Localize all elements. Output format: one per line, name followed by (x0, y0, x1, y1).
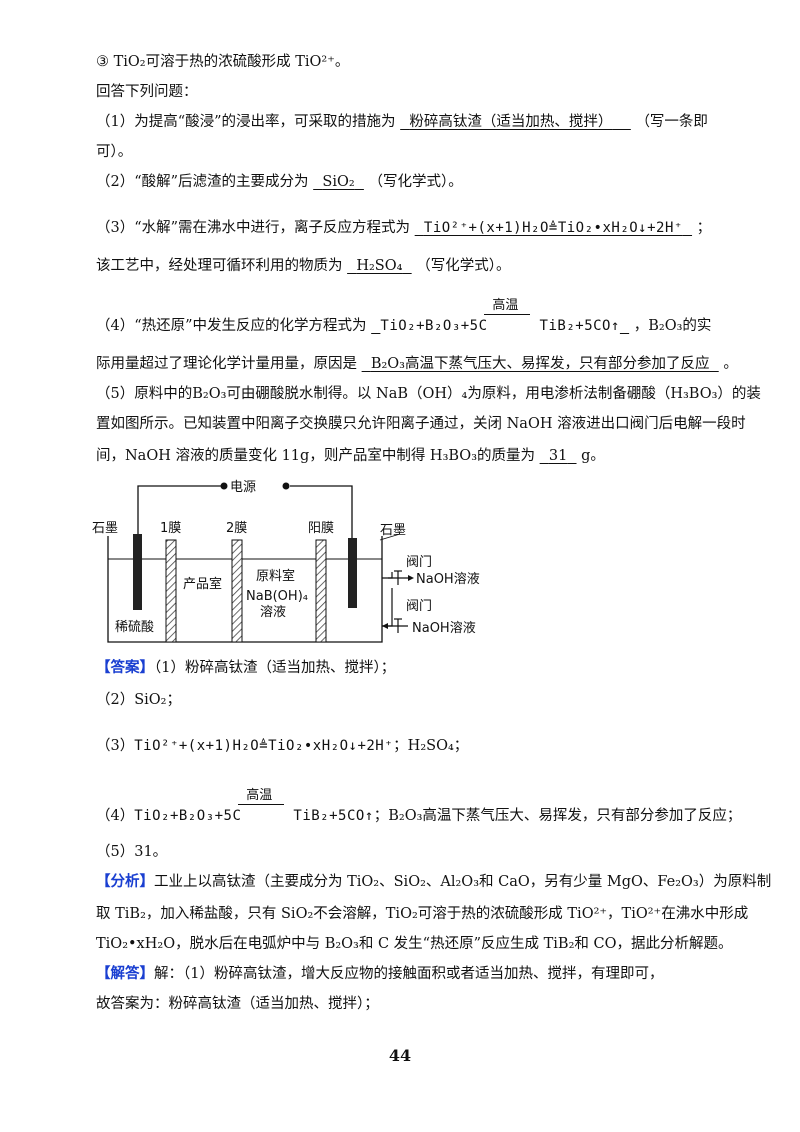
q3-answer: TiO²⁺+(x+1)H₂O≜TiO₂•xH₂O↓+2H⁺ (415, 220, 692, 236)
analysis-tag: 【分析】 (96, 873, 154, 890)
q3-equation: TiO²⁺+(x+1)H₂O≜TiO₂•xH₂O↓+2H⁺ (423, 220, 683, 236)
outlet-pipe-top (382, 572, 393, 579)
analysis-line3: TiO₂•xH₂O，脱水后在电弧炉中与 B₂O₃和 C 发生“热还原”反应生成 … (96, 936, 733, 952)
analysis-line1: 【分析】工业上以高钛渣（主要成分为 TiO₂、SiO₂、Al₂O₃和 CaO，另… (96, 873, 772, 890)
q3-recycle-answer: H₂SO₄ (356, 258, 403, 274)
power-terminal-negative (220, 482, 228, 490)
answer-3-equation: TiO²⁺+(x+1)H₂O≜TiO₂•xH₂O↓+2H⁺ (134, 738, 394, 754)
raw-formula-label: NaB(OH)₄ (246, 589, 308, 604)
question-3-cont: 该工艺中，经处理可循环利用的物质为 H₂SO₄ （写化学式）。 (96, 258, 511, 274)
prompt: 回答下列问题： (96, 84, 198, 100)
answer-1: 【答案】（1）粉碎高钛渣（适当加热、搅拌）； (96, 659, 396, 676)
power-label: 电源 (230, 480, 256, 495)
graphite-electrode-right (348, 538, 357, 608)
solution-tag: 【解答】 (96, 965, 154, 982)
electrodialysis-diagram: 电源 石墨 1膜 2膜 阳膜 石墨 稀硫酸 产品室 原料室 NaB(OH)₄ 溶… (92, 480, 480, 643)
question-3: （3）“水解”需在沸水中进行，离子反应方程式为 TiO²⁺+(x+1)H₂O≜T… (96, 220, 712, 236)
q1-answer: 粉碎高钛渣（适当加热、搅拌） (409, 114, 613, 130)
raw-solution-label: 溶液 (260, 605, 286, 620)
question-5-line1: （5）原料中的B₂O₃可由硼酸脱水制得。以 NaB（OH）₄为原料，用电渗析法制… (96, 386, 761, 402)
membrane-1 (165, 539, 177, 643)
valve-top-label: 阀门 (406, 555, 432, 570)
question-4-cont: 际用量超过了理论化学计量用量，原因是 B₂O₃高温下蒸气压大、易挥发，只有部分参… (96, 356, 738, 372)
membrane-2 (231, 539, 243, 643)
graphite-electrode-left (133, 534, 142, 610)
tank (107, 536, 383, 643)
raw-room-label: 原料室 (256, 568, 295, 584)
answer-5: （5）31。 (96, 844, 168, 860)
q5-answer: 31 (548, 448, 568, 464)
acid-label: 稀硫酸 (115, 620, 154, 635)
answer-3: （3）TiO²⁺+(x+1)H₂O≜TiO₂•xH₂O↓+2H⁺；H₂SO₄； (96, 738, 469, 754)
answer-2: （2）SiO₂； (96, 692, 181, 708)
analysis-line2: 取 TiB₂，加入稀盐酸，只有 SiO₂不会溶解，TiO₂可溶于热的浓硫酸形成 … (96, 906, 749, 922)
naoh-bottom-label: NaOH溶液 (412, 621, 476, 636)
wire-right (290, 485, 353, 538)
note-3: ③ TiO₂可溶于热的浓硫酸形成 TiO²⁺。 (96, 54, 350, 70)
solution-line2: 故答案为：粉碎高钛渣（适当加热、搅拌）； (96, 996, 379, 1012)
solution-line1: 【解答】解：（1）粉碎高钛渣，增大反应物的接触面积或者适当加热、搅拌，有理即可， (96, 965, 664, 982)
question-5-line3: 间，NaOH 溶液的质量变化 11g，则产品室中制得 H₃BO₃的质量为 31 … (96, 448, 605, 464)
wire-left (137, 485, 222, 538)
question-5-line2: 置如图所示。已知装置中阳离子交换膜只允许阳离子通过，关闭 NaOH 溶液进出口阀… (96, 416, 746, 432)
product-room-label: 产品室 (183, 576, 222, 592)
cation-membrane (315, 539, 327, 643)
valve-bottom-label: 阀门 (406, 599, 432, 614)
q4-reason-answer: B₂O₃高温下蒸气压大、易挥发，只有部分参加了反应 (370, 356, 710, 372)
question-1-cont: 可）。 (96, 144, 133, 160)
membrane-1-label: 1膜 (160, 521, 181, 536)
cation-membrane-label: 阳膜 (308, 521, 334, 536)
q2-answer: SiO₂ (322, 174, 355, 190)
graphite-left-label: 石墨 (92, 521, 118, 536)
answer-tag: 【答案】 (96, 659, 154, 676)
power-terminal-positive (282, 482, 290, 490)
page-number: 44 (388, 1046, 412, 1065)
question-1: （1）为提高“酸浸”的浸出率，可采取的措施为 粉碎高钛渣（适当加热、搅拌） （写… (96, 114, 708, 130)
inlet-pipe-bottom (382, 588, 393, 627)
naoh-top-label: NaOH溶液 (416, 572, 480, 587)
question-2: （2）“酸解”后滤渣的主要成分为 SiO₂ （写化学式）。 (96, 174, 463, 190)
membrane-2-label: 2膜 (226, 521, 247, 536)
